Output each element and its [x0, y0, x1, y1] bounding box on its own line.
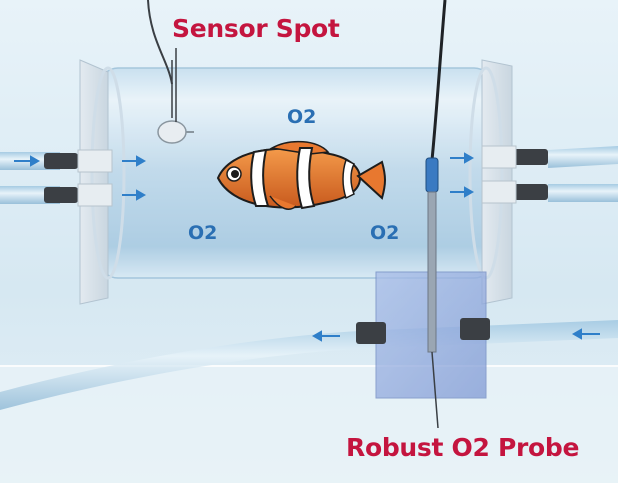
probe-block	[356, 271, 490, 399]
sensor-spot-label: Sensor Spot	[172, 14, 340, 43]
o2-label-right: O2	[370, 222, 400, 244]
robust-probe-label: Robust O2 Probe	[346, 433, 580, 462]
left-end-plate	[79, 59, 126, 305]
flow-arrows	[14, 152, 600, 342]
right-connectors	[481, 145, 548, 204]
flow-arrow-icon	[14, 155, 41, 167]
outlet-tube-lower	[548, 184, 618, 202]
flow-arrow-icon	[122, 155, 147, 167]
flow-arrow-icon	[122, 189, 147, 201]
leader-lines	[175, 48, 439, 429]
flow-arrow-icon	[450, 186, 475, 198]
flow-arrow-icon	[311, 330, 340, 342]
flow-arrow-icon	[450, 152, 475, 164]
clownfish-icon	[216, 140, 386, 210]
o2-label-left: O2	[188, 222, 218, 244]
sensor-spot-icon	[147, 0, 194, 144]
flow-arrow-icon	[571, 328, 600, 340]
probe-leader	[431, 351, 439, 429]
left-connectors	[44, 149, 113, 207]
outlet-tube-upper	[548, 146, 618, 168]
o2-label-top: O2	[287, 106, 317, 128]
